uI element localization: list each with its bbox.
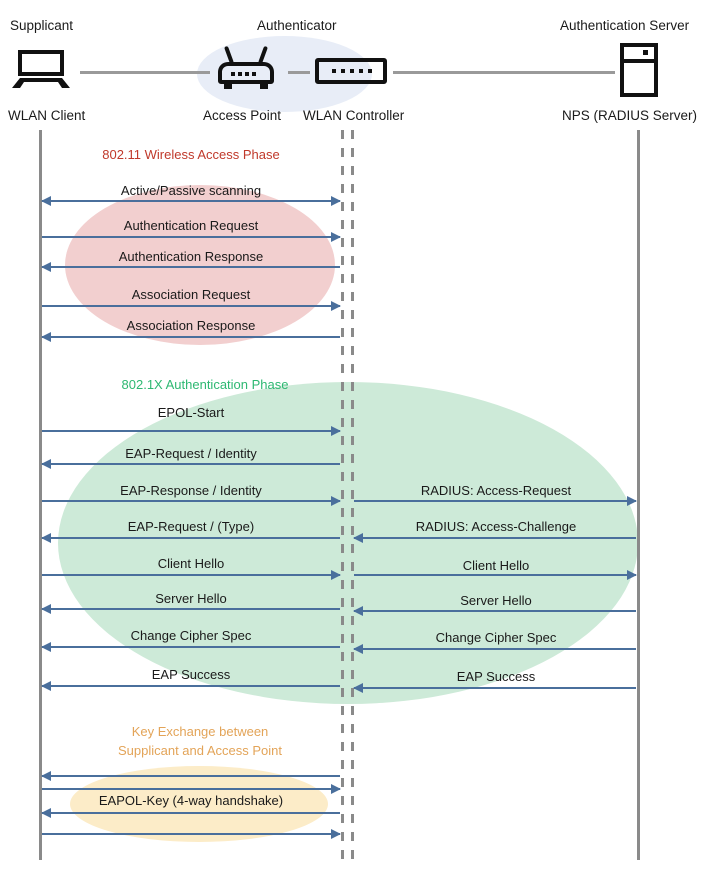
message-label-eap-response-identity: EAP-Response / Identity <box>120 483 262 498</box>
arrow-auth-request <box>42 232 341 242</box>
arrow-server-hello-right <box>353 606 636 616</box>
arrow-eap-success-left <box>41 681 340 691</box>
router-foot-left-icon <box>224 84 232 89</box>
role-title-authenticator: Authenticator <box>257 18 337 33</box>
arrow-client-hello-left <box>42 570 341 580</box>
wire-client-to-ap <box>80 71 210 74</box>
phase-title-key-exchange-line1: Key Exchange between <box>131 724 269 739</box>
message-label-radius-access-challenge: RADIUS: Access-Challenge <box>415 519 577 534</box>
message-label-eapol-key: EAPOL-Key (4-way handshake) <box>98 793 284 808</box>
switch-led-dots-icon <box>332 69 372 73</box>
message-label-server-hello-right: Server Hello <box>460 593 532 608</box>
network-switch-icon <box>315 58 387 84</box>
message-label-auth-response: Authentication Response <box>118 249 264 264</box>
arrow-client-hello-right <box>354 570 637 580</box>
arrow-radius-access-request <box>354 496 637 506</box>
message-label-eap-success-right: EAP Success <box>456 669 536 684</box>
server-led-icon <box>643 50 648 55</box>
message-label-client-hello-right: Client Hello <box>462 558 530 573</box>
role-title-auth-server: Authentication Server <box>560 18 690 33</box>
message-label-assoc-response: Association Response <box>126 318 256 333</box>
message-label-radius-access-request: RADIUS: Access-Request <box>420 483 572 498</box>
arrow-eap-request-identity <box>41 459 340 469</box>
arrow-eapol-key-4 <box>42 829 341 839</box>
node-label-access-point: Access Point <box>203 108 282 123</box>
message-label-assoc-request: Association Request <box>131 287 251 302</box>
arrow-change-cipher-spec-left <box>41 642 340 652</box>
arrow-radius-access-challenge <box>353 533 636 543</box>
message-label-client-hello-left: Client Hello <box>157 556 225 571</box>
lifeline-auth-server <box>637 130 640 860</box>
arrow-server-hello-left <box>41 604 340 614</box>
arrow-auth-response <box>41 262 340 272</box>
message-label-eap-request-type: EAP-Request / (Type) <box>127 519 255 534</box>
arrow-eap-success-right <box>353 683 636 693</box>
laptop-base-icon <box>12 78 70 88</box>
wireless-router-icon <box>218 45 274 90</box>
arrow-assoc-request <box>42 301 341 311</box>
arrow-eapol-start <box>42 426 341 436</box>
message-label-eap-request-identity: EAP-Request / Identity <box>125 446 257 461</box>
phase-title-wireless-access: 802.11 Wireless Access Phase <box>102 147 280 162</box>
router-foot-right-icon <box>260 84 268 89</box>
role-title-supplicant: Supplicant <box>10 18 74 33</box>
phase-blob-wireless-access <box>65 185 335 345</box>
message-label-change-cipher-spec-left: Change Cipher Spec <box>130 628 252 643</box>
node-label-wlan-controller: WLAN Controller <box>303 108 405 123</box>
arrow-assoc-response <box>41 332 340 342</box>
arrow-eap-request-type <box>41 533 340 543</box>
node-label-wlan-client: WLAN Client <box>8 108 86 123</box>
message-label-server-hello-left: Server Hello <box>155 591 227 606</box>
message-label-eapol-start: EPOL-Start <box>157 405 225 420</box>
message-label-change-cipher-spec-right: Change Cipher Spec <box>435 630 557 645</box>
message-label-eap-success-left: EAP Success <box>151 667 231 682</box>
lifeline-wlan-controller <box>351 130 354 860</box>
phase-blob-key-exchange <box>70 766 328 842</box>
lifeline-supplicant <box>39 130 42 860</box>
arrow-eapol-key-3 <box>41 808 340 818</box>
arrow-change-cipher-spec-right <box>353 644 636 654</box>
wire-ap-to-controller <box>288 71 310 74</box>
message-label-auth-request: Authentication Request <box>123 218 259 233</box>
laptop-screen-icon <box>18 50 64 76</box>
arrow-eapol-key-2 <box>42 784 341 794</box>
server-divider-icon <box>624 59 654 63</box>
router-body-icon <box>218 62 274 84</box>
wire-controller-to-server <box>393 71 615 74</box>
phase-title-key-exchange-line2: Supplicant and Access Point <box>117 743 283 758</box>
message-label-scanning: Active/Passive scanning <box>120 183 262 198</box>
arrow-scanning-left <box>41 196 340 206</box>
arrow-eapol-key-1 <box>41 771 340 781</box>
server-rack-icon <box>620 43 658 97</box>
lifeline-access-point <box>341 130 344 860</box>
node-label-nps-server: NPS (RADIUS Server) <box>562 108 698 123</box>
arrow-eap-response-identity <box>42 496 341 506</box>
router-led-dots-icon <box>231 72 256 76</box>
phase-title-dot1x-auth: 802.1X Authentication Phase <box>121 377 289 392</box>
phase-blob-dot1x-auth <box>58 382 638 704</box>
laptop-icon <box>12 50 70 90</box>
